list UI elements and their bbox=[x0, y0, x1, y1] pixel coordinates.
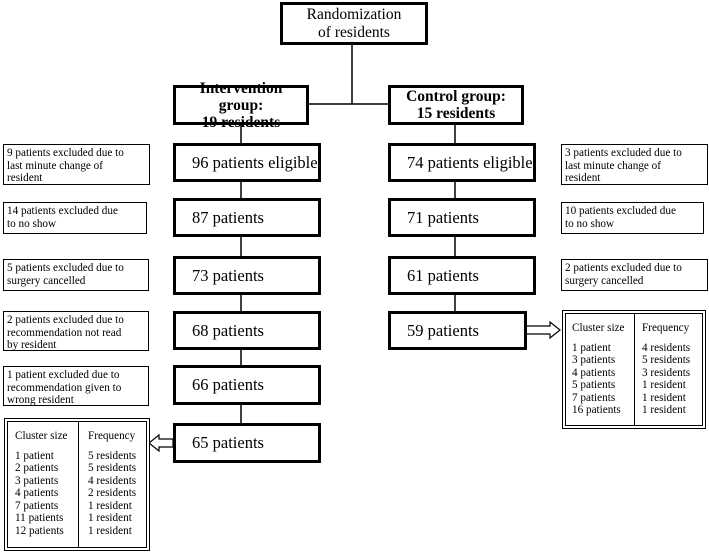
exclusion-text: surgery cancelled bbox=[565, 274, 644, 287]
control-header-line2: 15 residents bbox=[416, 105, 496, 122]
frequency-cell: 1 resident bbox=[642, 404, 686, 416]
cluster-size-cell: 4 patients bbox=[572, 366, 616, 379]
frequency-cell: 4 residents bbox=[642, 341, 691, 354]
step-label: 74 patients eligible bbox=[407, 152, 533, 172]
exclusion-text: resident bbox=[565, 172, 601, 184]
frequency-cell: 3 residents bbox=[642, 366, 691, 379]
cluster-size-cell: 1 patient bbox=[15, 449, 54, 462]
column-header: Frequency bbox=[642, 322, 690, 334]
randomization-line2: of residents bbox=[318, 23, 390, 41]
cluster-size-cell: 1 patient bbox=[572, 341, 611, 354]
randomization-box: Randomization of residents bbox=[280, 2, 428, 45]
exclusion-text: 3 patients excluded due to bbox=[565, 147, 682, 159]
exclusion-text: recommendation given to bbox=[7, 381, 122, 394]
step-label: 73 patients bbox=[192, 265, 264, 285]
frequency-cell: 1 resident bbox=[642, 379, 686, 391]
intervention-header-line1: Intervention group: bbox=[199, 79, 283, 114]
column-header: Cluster size bbox=[572, 322, 625, 334]
intervention-step-3: 73 patients bbox=[173, 256, 321, 295]
column-header: Frequency bbox=[88, 430, 136, 442]
exclusion-text: 2 patients excluded due to bbox=[565, 262, 682, 274]
frequency-cell: 2 residents bbox=[88, 487, 137, 499]
intervention-step-2: 87 patients bbox=[173, 198, 321, 237]
cluster-size-column: Cluster size 1 patient 2 patients 3 pati… bbox=[15, 430, 68, 537]
control-exclusion-3: 2 patients excluded due to surgery cance… bbox=[561, 259, 708, 291]
frequency-cell: 1 resident bbox=[88, 512, 132, 524]
control-step-final: 59 patients bbox=[388, 311, 527, 350]
exclusion-text: 10 patients excluded due bbox=[565, 205, 676, 217]
exclusion-text: last minute change of bbox=[565, 159, 661, 172]
exclusion-text: 9 patients excluded due to bbox=[7, 147, 124, 159]
intervention-exclusion-2: 14 patients excluded due to no show bbox=[3, 202, 147, 234]
intervention-group-header: Intervention group: 19 residents bbox=[173, 80, 309, 131]
exclusion-text: to no show bbox=[7, 217, 57, 230]
intervention-exclusion-5: 1 patient excluded due to recommendation… bbox=[3, 366, 149, 406]
frequency-cell: 5 residents bbox=[88, 462, 137, 474]
frequency-cell: 5 residents bbox=[642, 354, 691, 366]
step-label: 61 patients bbox=[407, 265, 479, 285]
exclusion-text: 5 patients excluded due to bbox=[7, 262, 124, 274]
control-exclusion-2: 10 patients excluded due to no show bbox=[561, 202, 704, 234]
cluster-size-cell: 5 patients bbox=[572, 379, 616, 391]
cluster-size-cell: 7 patients bbox=[15, 499, 59, 512]
cluster-size-cell: 2 patients bbox=[15, 462, 59, 474]
control-step-3: 61 patients bbox=[388, 256, 536, 295]
frequency-cell: 5 residents bbox=[88, 449, 137, 462]
step-label: 68 patients bbox=[192, 320, 264, 340]
intervention-step-5: 66 patients bbox=[173, 365, 321, 405]
exclusion-text: by resident bbox=[7, 339, 57, 351]
control-exclusion-1: 3 patients excluded due to last minute c… bbox=[561, 144, 708, 185]
cluster-size-cell: 3 patients bbox=[15, 474, 59, 487]
control-header-line1: Control group: bbox=[406, 88, 506, 105]
frequency-cell: 4 residents bbox=[88, 474, 137, 487]
exclusion-text: recommendation not read bbox=[7, 326, 122, 339]
exclusion-text: 2 patients excluded due to bbox=[7, 314, 124, 326]
cluster-size-column: Cluster size 1 patient 3 patients 4 pati… bbox=[572, 322, 625, 417]
intervention-exclusion-1: 9 patients excluded due to last minute c… bbox=[3, 144, 150, 185]
intervention-exclusion-4: 2 patients excluded due to recommendatio… bbox=[3, 311, 149, 351]
exclusion-text: 1 patient excluded due to bbox=[7, 369, 120, 381]
cluster-size-cell: 3 patients bbox=[572, 354, 616, 366]
frequency-cell: 1 resident bbox=[642, 391, 686, 404]
intervention-cluster-table: Cluster size 1 patient 2 patients 3 pati… bbox=[4, 418, 150, 551]
control-group-header: Control group: 15 residents bbox=[388, 85, 524, 125]
control-step-2: 71 patients bbox=[388, 198, 536, 237]
arrow-left-icon bbox=[148, 433, 174, 453]
exclusion-text: surgery cancelled bbox=[7, 274, 86, 287]
intervention-step-4: 68 patients bbox=[173, 311, 321, 350]
frequency-column: Frequency 4 residents 5 residents 3 resi… bbox=[642, 322, 690, 417]
arrow-right-icon bbox=[525, 320, 561, 340]
exclusion-text: last minute change of bbox=[7, 159, 103, 172]
step-label: 96 patients eligible bbox=[192, 152, 318, 172]
cluster-size-cell: 12 patients bbox=[15, 524, 64, 537]
cluster-size-cell: 7 patients bbox=[572, 391, 616, 404]
randomization-line1: Randomization bbox=[306, 5, 402, 23]
step-label: 87 patients bbox=[192, 207, 264, 227]
frequency-cell: 1 resident bbox=[88, 499, 132, 512]
cluster-size-cell: 11 patients bbox=[15, 512, 64, 524]
intervention-step-final: 65 patients bbox=[173, 423, 321, 463]
control-step-eligible: 74 patients eligible bbox=[388, 143, 536, 182]
control-cluster-table: Cluster size 1 patient 3 patients 4 pati… bbox=[562, 310, 706, 429]
step-label: 66 patients bbox=[192, 375, 264, 394]
column-header: Cluster size bbox=[15, 430, 68, 442]
exclusion-text: to no show bbox=[565, 217, 615, 230]
exclusion-text: resident bbox=[7, 172, 43, 184]
cluster-size-cell: 16 patients bbox=[572, 404, 621, 416]
intervention-step-eligible: 96 patients eligible bbox=[173, 143, 321, 182]
step-label: 59 patients bbox=[407, 320, 479, 340]
exclusion-text: wrong resident bbox=[7, 394, 74, 406]
step-label: 65 patients bbox=[192, 433, 264, 452]
frequency-column: Frequency 5 residents 5 residents 4 resi… bbox=[88, 430, 136, 537]
cluster-size-cell: 4 patients bbox=[15, 487, 59, 499]
intervention-header-line2: 19 residents bbox=[201, 113, 281, 131]
step-label: 71 patients bbox=[407, 207, 479, 227]
frequency-cell: 1 resident bbox=[88, 524, 132, 537]
intervention-exclusion-3: 5 patients excluded due to surgery cance… bbox=[3, 259, 149, 291]
exclusion-text: 14 patients excluded due bbox=[7, 205, 118, 217]
